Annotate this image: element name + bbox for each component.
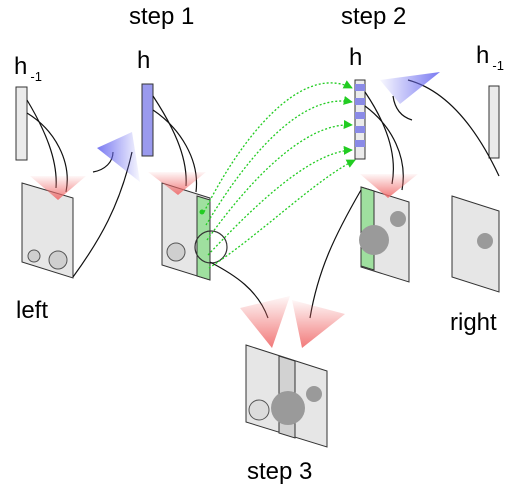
- step2-state-bar: [354, 79, 366, 160]
- step3-small-circle: [248, 399, 270, 421]
- right-blob: [477, 233, 493, 249]
- step2-small-blob: [390, 211, 406, 227]
- step1-green-band: [196, 195, 211, 281]
- left-to-step1-curve: [72, 151, 133, 278]
- attention-arrows: [203, 80, 356, 269]
- attention-arrow-2: [205, 95, 353, 226]
- attention-arrow-4: [207, 145, 353, 256]
- step3-big-blob: [271, 391, 305, 425]
- step1-small-circle: [166, 242, 186, 262]
- right-blue-arrow: [380, 72, 440, 104]
- step2-to-step3-curve: [309, 189, 362, 319]
- step1-connector-2: [152, 109, 198, 193]
- right-state-bar: [488, 85, 500, 159]
- left-state-subscript: -1: [30, 69, 42, 84]
- step2-state-label: h: [349, 44, 363, 71]
- left-blue-arrow: [97, 132, 140, 182]
- step1-group: [141, 83, 290, 348]
- left-connector-1: [26, 99, 57, 189]
- attention-arrow-5: [208, 159, 356, 269]
- step2-to-step3-red-arrow: [292, 300, 345, 348]
- left-state-bar: [15, 86, 28, 161]
- attention-arrow-3: [206, 119, 353, 241]
- left-red-arrow: [30, 176, 86, 200]
- step2-stripe-4: [355, 126, 365, 133]
- step1-label: step 1: [129, 3, 195, 30]
- attention-arrow-1: [203, 80, 353, 213]
- step2-connector-1: [364, 91, 394, 185]
- step2-red-arrow: [360, 174, 418, 198]
- step1-to-step3-red-arrow: [240, 296, 290, 348]
- step2-group: [292, 79, 418, 348]
- step3-label: step 3: [247, 458, 313, 485]
- right-short-curve: [392, 95, 413, 121]
- step2-stripe-3: [355, 112, 365, 119]
- step1-red-arrow: [148, 172, 206, 195]
- left-state-label: h-1: [14, 53, 42, 84]
- left-group: [15, 86, 140, 279]
- step1-state-bar: [141, 83, 154, 157]
- right-label: right: [450, 309, 497, 336]
- right-group: [380, 72, 500, 293]
- right-state-h: h: [476, 42, 490, 69]
- step2-label: step 2: [341, 3, 407, 30]
- step1-state-label: h: [137, 47, 151, 74]
- right-to-step2-curve: [407, 79, 500, 177]
- step1-green-dot: [199, 209, 205, 215]
- left-big-circle: [48, 250, 68, 270]
- right-panel: [451, 195, 500, 293]
- step2-stripe-2: [355, 98, 365, 105]
- step2-stripe-5: [355, 140, 365, 147]
- step2-big-blob: [359, 225, 389, 255]
- left-label: left: [16, 297, 49, 324]
- step3-group: [245, 344, 328, 448]
- right-state-subscript: -1: [492, 58, 504, 73]
- step2-stripe-1: [355, 84, 365, 91]
- left-state-h: h: [14, 53, 28, 80]
- left-small-circle: [27, 249, 41, 263]
- step3-small-blob: [306, 386, 322, 402]
- right-state-label: h-1: [476, 42, 504, 73]
